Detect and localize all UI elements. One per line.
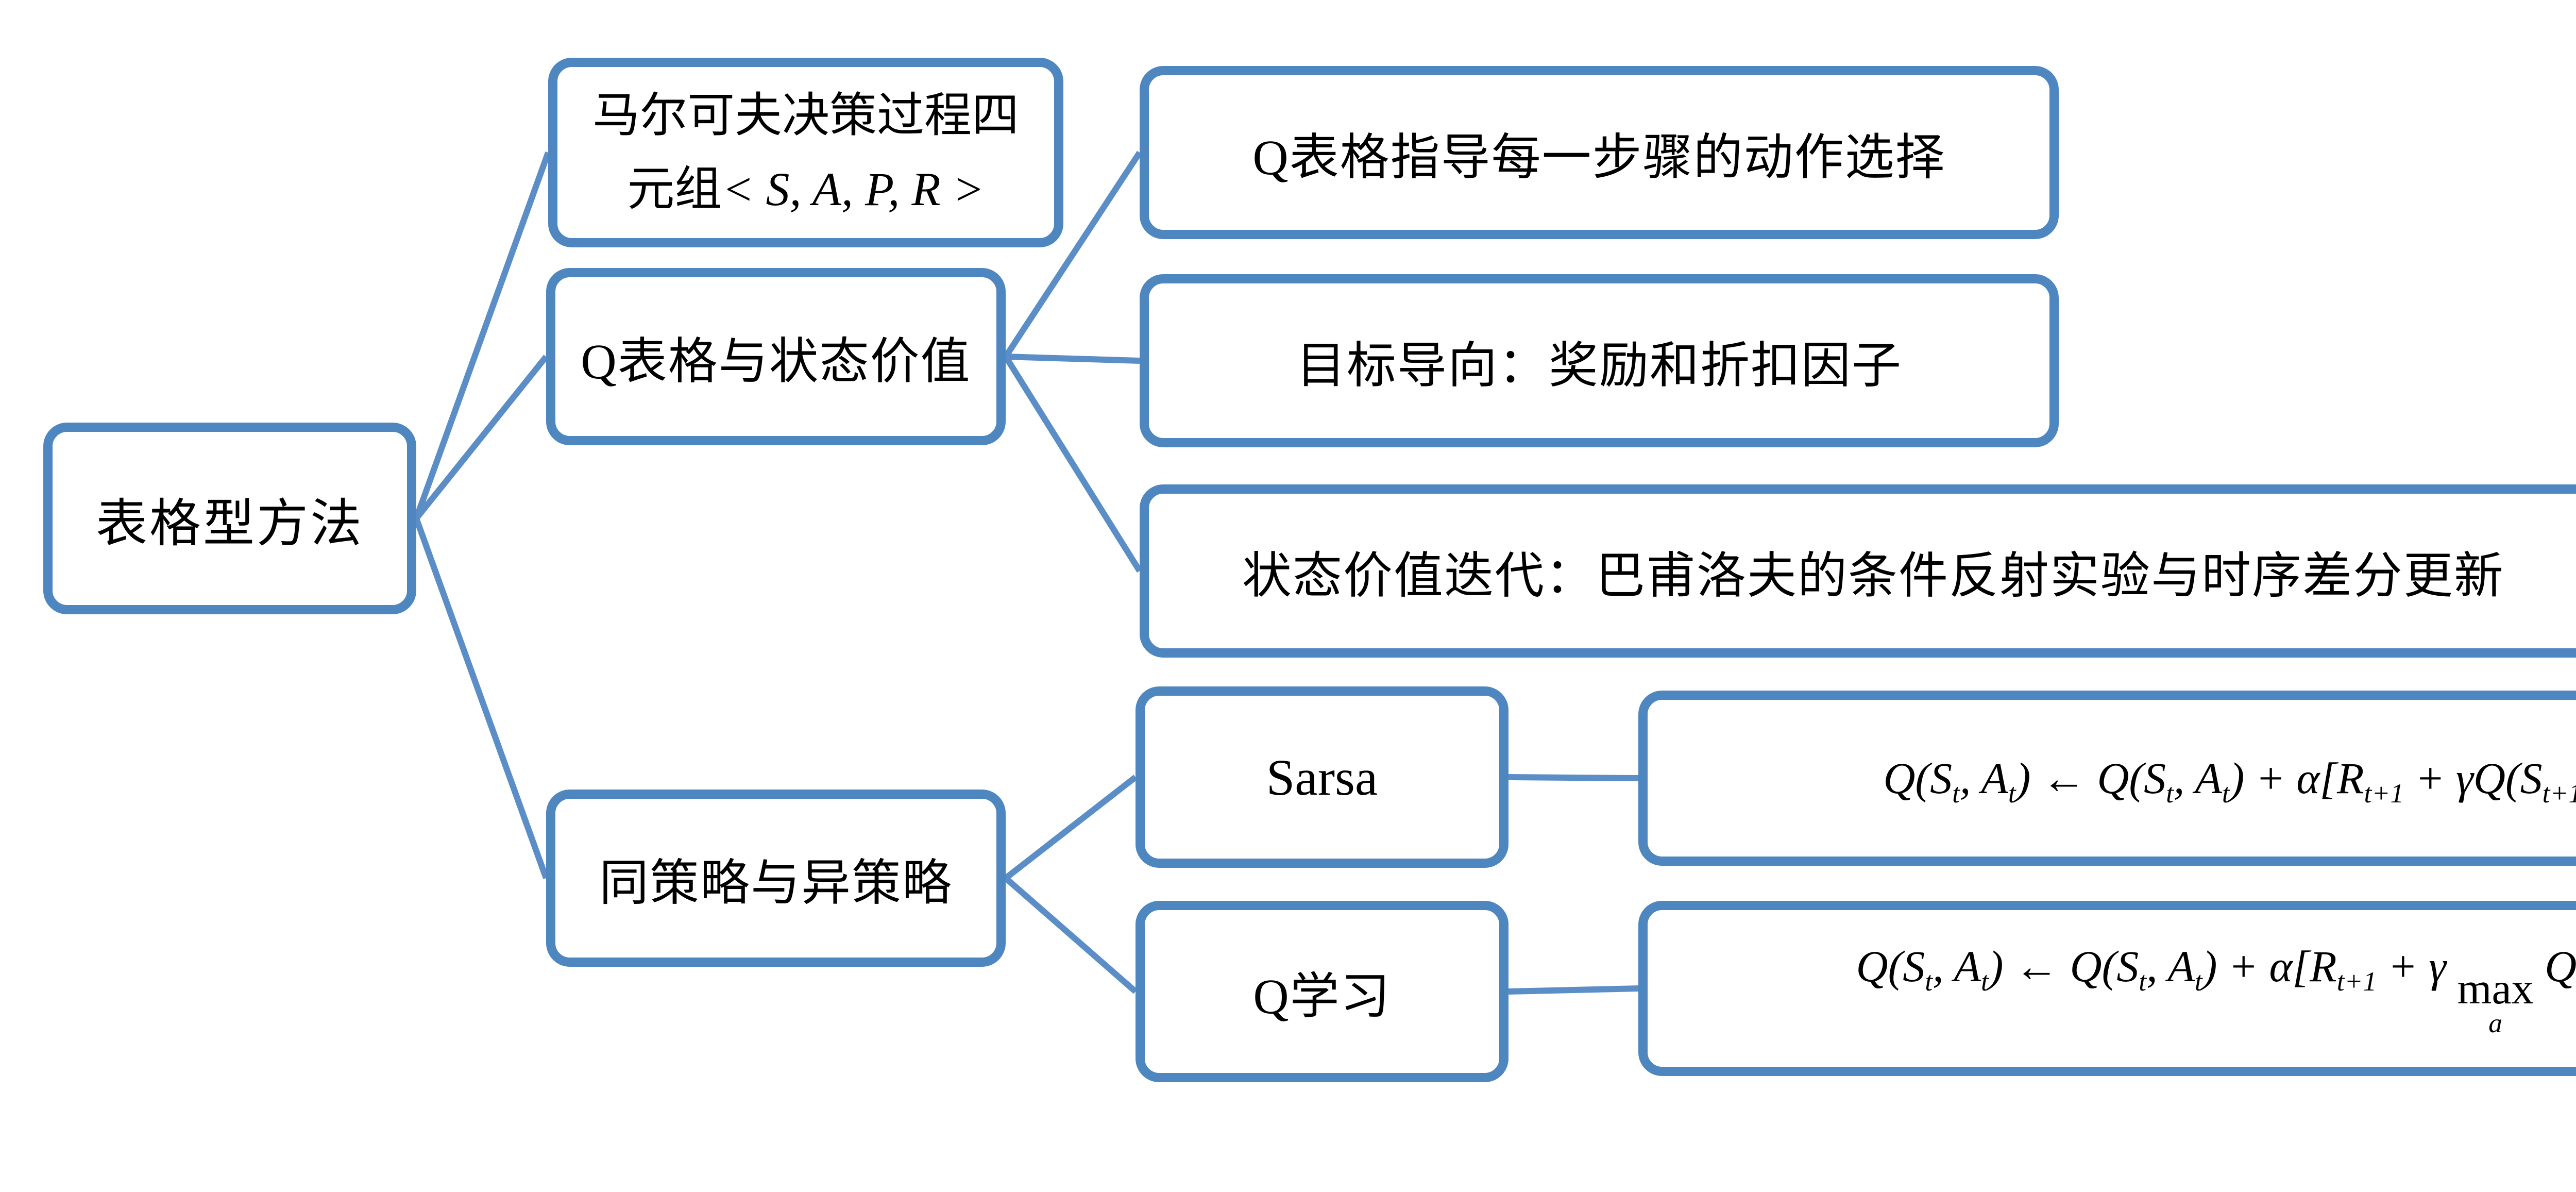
node-qtable-state-value: Q表格与状态价值 <box>546 268 1006 445</box>
mdp-tuple-math: < S, A, P, R > <box>722 163 985 215</box>
node-qlearning-label: Q学习 <box>1253 968 1391 1024</box>
node-qtable-guides-actions: Q表格指导每一步骤的动作选择 <box>1140 66 2059 239</box>
node-goal-oriented: 目标导向：奖励和折扣因子 <box>1140 274 2059 447</box>
connector-policy-qlearning <box>1004 876 1138 994</box>
node-value-iteration-label: 状态价值迭代：巴甫洛夫的条件反射实验与时序差分更新 <box>1242 548 2504 603</box>
node-sarsa-formula: Q(St, At) ← Q(St, At) + α[Rt+1 + γQ(St+1… <box>1638 691 2576 866</box>
connector-sarsa-formula <box>1508 774 1639 781</box>
connector-qtable-child2 <box>1005 354 1140 364</box>
node-root-label: 表格型方法 <box>96 495 364 552</box>
node-on-off-policy: 同策略与异策略 <box>546 790 1006 967</box>
node-goal-oriented-label: 目标导向：奖励和折扣因子 <box>1296 338 1902 393</box>
connector-qlearning-formula <box>1508 985 1639 995</box>
node-sarsa-label: Sarsa <box>1266 748 1378 806</box>
node-value-iteration: 状态价值迭代：巴甫洛夫的条件反射实验与时序差分更新 <box>1140 484 2576 658</box>
node-root: 表格型方法 <box>43 423 416 614</box>
node-mdp-tuple: 马尔可夫决策过程四 元组< S, A, P, R > <box>548 58 1063 247</box>
connector-root-mdp <box>413 151 551 520</box>
mdp-label-line2-cn: 元组 <box>627 163 722 215</box>
sarsa-update-formula: Q(St, At) ← Q(St, At) + α[Rt+1 + γQ(St+1… <box>1883 753 2576 809</box>
connector-qtable-child3 <box>1003 355 1143 573</box>
node-qlearning: Q学习 <box>1136 901 1509 1082</box>
node-mdp-label: 马尔可夫决策过程四 元组< S, A, P, R > <box>592 79 1019 226</box>
connector-policy-sarsa <box>1004 775 1138 881</box>
node-on-off-policy-label: 同策略与异策略 <box>599 855 953 911</box>
mdp-label-line1: 马尔可夫决策过程四 <box>592 89 1019 142</box>
connector-root-qtable <box>414 355 549 521</box>
node-sarsa: Sarsa <box>1136 686 1509 868</box>
connector-root-policy <box>413 517 549 880</box>
node-qtable-label: Q表格与状态价值 <box>581 333 971 389</box>
node-qtable-guides-actions-label: Q表格指导每一步骤的动作选择 <box>1252 129 1946 185</box>
connector-qtable-child1 <box>1003 150 1143 359</box>
